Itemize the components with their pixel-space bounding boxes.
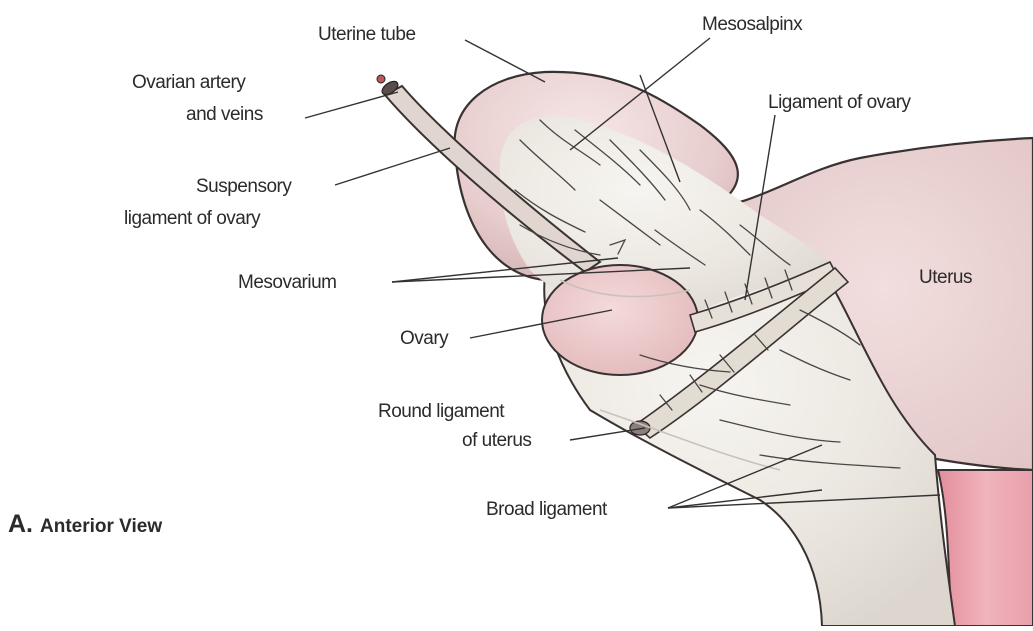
ovary-shape bbox=[542, 265, 698, 375]
panel-letter: A. bbox=[8, 510, 33, 538]
label-uterine-tube: Uterine tube bbox=[318, 24, 416, 45]
label-round-ligament-line2: of uterus bbox=[462, 430, 531, 451]
label-broad-ligament: Broad ligament bbox=[486, 499, 608, 520]
view-label: Anterior View bbox=[40, 516, 162, 537]
label-ovarian-vessels-line1: Ovarian artery bbox=[132, 72, 246, 93]
label-ovarian-vessels-line2: and veins bbox=[186, 104, 263, 125]
label-mesovarium: Mesovarium bbox=[238, 272, 336, 293]
label-ovary: Ovary bbox=[400, 328, 449, 349]
label-suspensory-line1: Suspensory bbox=[196, 176, 292, 197]
label-uterus: Uterus bbox=[919, 267, 972, 288]
vessel-cut-end bbox=[377, 75, 385, 83]
label-suspensory-line2: ligament of ovary bbox=[124, 208, 261, 229]
label-round-ligament-line1: Round ligament bbox=[378, 401, 505, 422]
label-mesosalpinx: Mesosalpinx bbox=[702, 14, 803, 35]
label-ligament-of-ovary: Ligament of ovary bbox=[768, 92, 912, 113]
